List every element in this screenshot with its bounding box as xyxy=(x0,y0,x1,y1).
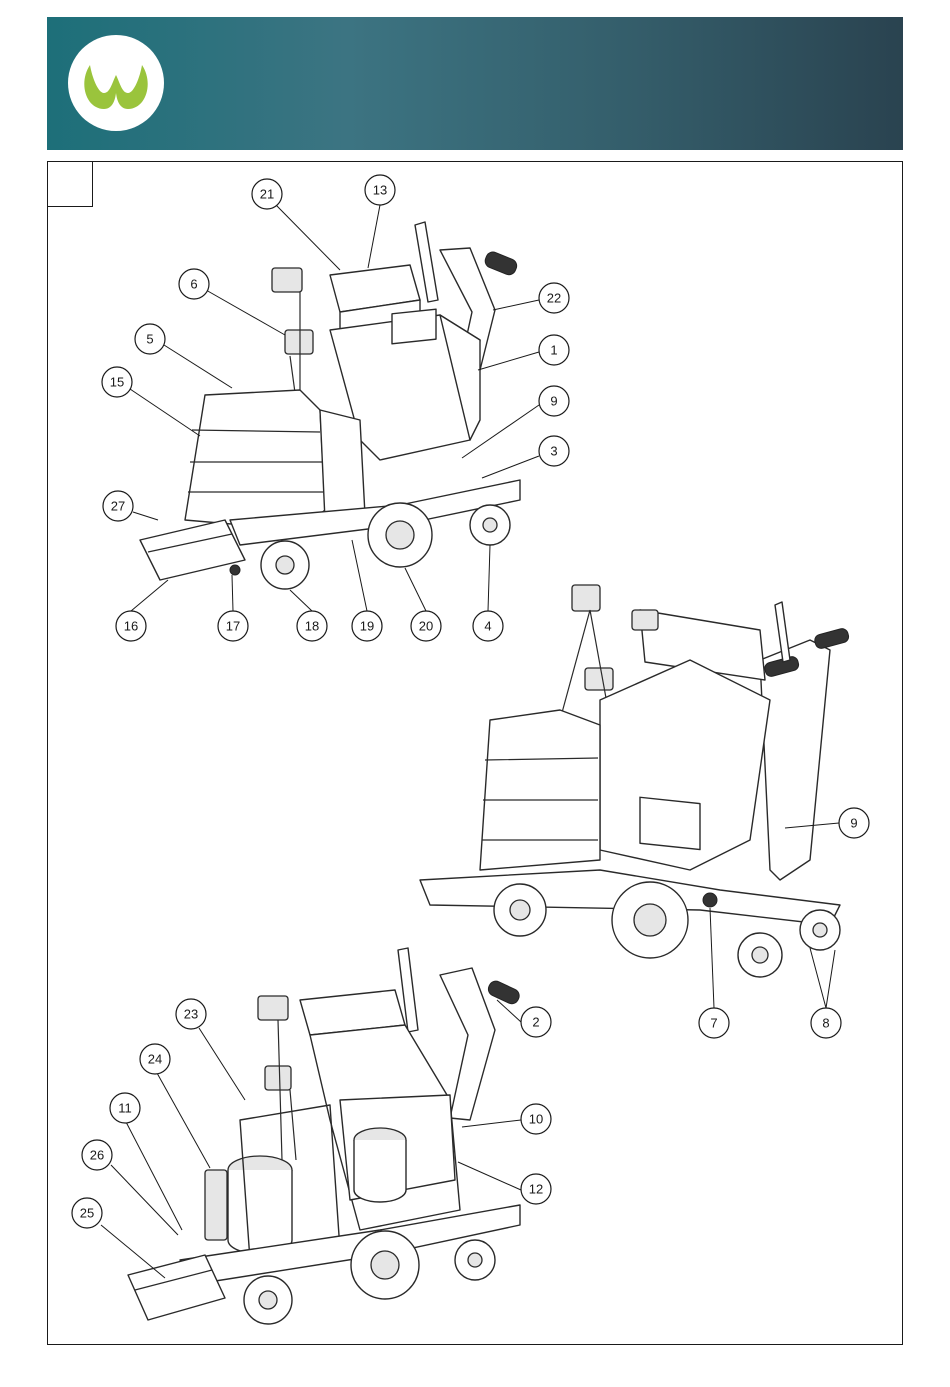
svg-text:13: 13 xyxy=(373,183,387,198)
callout-16: 16 xyxy=(116,611,146,641)
svg-text:1: 1 xyxy=(550,343,557,358)
callout-10: 10 xyxy=(521,1104,551,1134)
callout-18: 18 xyxy=(297,611,327,641)
callout-6: 6 xyxy=(179,269,209,299)
callout-12: 12 xyxy=(521,1174,551,1204)
machine-rear-view xyxy=(420,585,850,977)
callout-9: 9 xyxy=(539,386,569,416)
callout-27: 27 xyxy=(103,491,133,521)
svg-text:12: 12 xyxy=(529,1182,543,1197)
svg-text:6: 6 xyxy=(190,277,197,292)
callout-26: 26 xyxy=(82,1140,112,1170)
svg-text:27: 27 xyxy=(111,499,125,514)
callout-3: 3 xyxy=(539,436,569,466)
svg-text:3: 3 xyxy=(550,444,557,459)
callout-1: 1 xyxy=(539,335,569,365)
svg-text:18: 18 xyxy=(305,619,319,634)
svg-text:9: 9 xyxy=(550,394,557,409)
callout-25: 25 xyxy=(72,1198,102,1228)
svg-text:21: 21 xyxy=(260,187,274,202)
svg-text:15: 15 xyxy=(110,375,124,390)
svg-text:8: 8 xyxy=(822,1016,829,1031)
svg-text:5: 5 xyxy=(146,332,153,347)
callout-9-rear: 9 xyxy=(839,808,869,838)
callout-8: 8 xyxy=(811,1008,841,1038)
svg-text:24: 24 xyxy=(148,1052,162,1067)
svg-text:22: 22 xyxy=(547,291,561,306)
callout-21: 21 xyxy=(252,179,282,209)
callout-17: 17 xyxy=(218,611,248,641)
callout-22: 22 xyxy=(539,283,569,313)
callout-19: 19 xyxy=(352,611,382,641)
svg-text:17: 17 xyxy=(226,619,240,634)
svg-text:26: 26 xyxy=(90,1148,104,1163)
svg-text:10: 10 xyxy=(529,1112,543,1127)
svg-text:16: 16 xyxy=(124,619,138,634)
callout-5: 5 xyxy=(135,324,165,354)
svg-text:11: 11 xyxy=(118,1101,132,1116)
callout-13: 13 xyxy=(365,175,395,205)
svg-text:20: 20 xyxy=(419,619,433,634)
callout-11: 11 xyxy=(110,1093,140,1123)
callout-20: 20 xyxy=(411,611,441,641)
svg-text:4: 4 xyxy=(484,619,491,634)
svg-text:19: 19 xyxy=(360,619,374,634)
callout-2: 2 xyxy=(521,1007,551,1037)
callout-23: 23 xyxy=(176,999,206,1029)
svg-text:9: 9 xyxy=(850,816,857,831)
svg-text:7: 7 xyxy=(710,1016,717,1031)
callout-7: 7 xyxy=(699,1008,729,1038)
svg-text:25: 25 xyxy=(80,1206,94,1221)
callout-4: 4 xyxy=(473,611,503,641)
svg-text:23: 23 xyxy=(184,1007,198,1022)
svg-text:2: 2 xyxy=(532,1015,539,1030)
callout-15: 15 xyxy=(102,367,132,397)
callout-24: 24 xyxy=(140,1044,170,1074)
